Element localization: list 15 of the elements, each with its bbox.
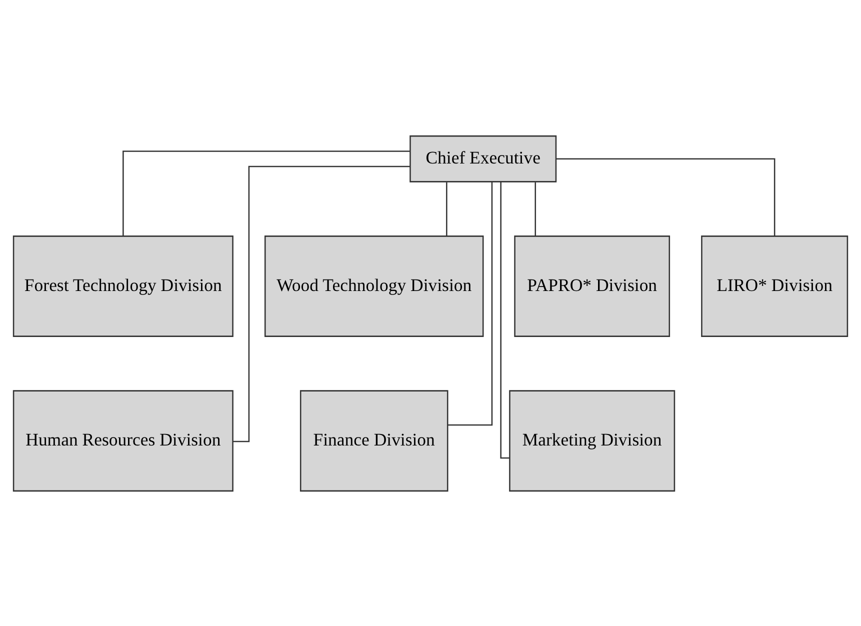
connector bbox=[122, 150, 410, 236]
node-box: Human Resources Division bbox=[12, 390, 234, 492]
connector bbox=[500, 181, 510, 458]
node-box: LIRO* Division bbox=[701, 235, 848, 336]
connector bbox=[446, 182, 448, 236]
node-box: Chief Executive bbox=[410, 134, 557, 182]
connector bbox=[233, 165, 410, 442]
node-box: Finance Division bbox=[300, 390, 448, 492]
connector bbox=[556, 158, 776, 236]
node-box: Forest Technology Division bbox=[12, 235, 234, 336]
node-box: PAPRO* Division bbox=[514, 235, 670, 336]
node-box: Wood Technology Division bbox=[264, 235, 484, 336]
connector bbox=[534, 182, 536, 236]
connector bbox=[448, 182, 493, 426]
node-box: Marketing Division bbox=[509, 390, 676, 492]
